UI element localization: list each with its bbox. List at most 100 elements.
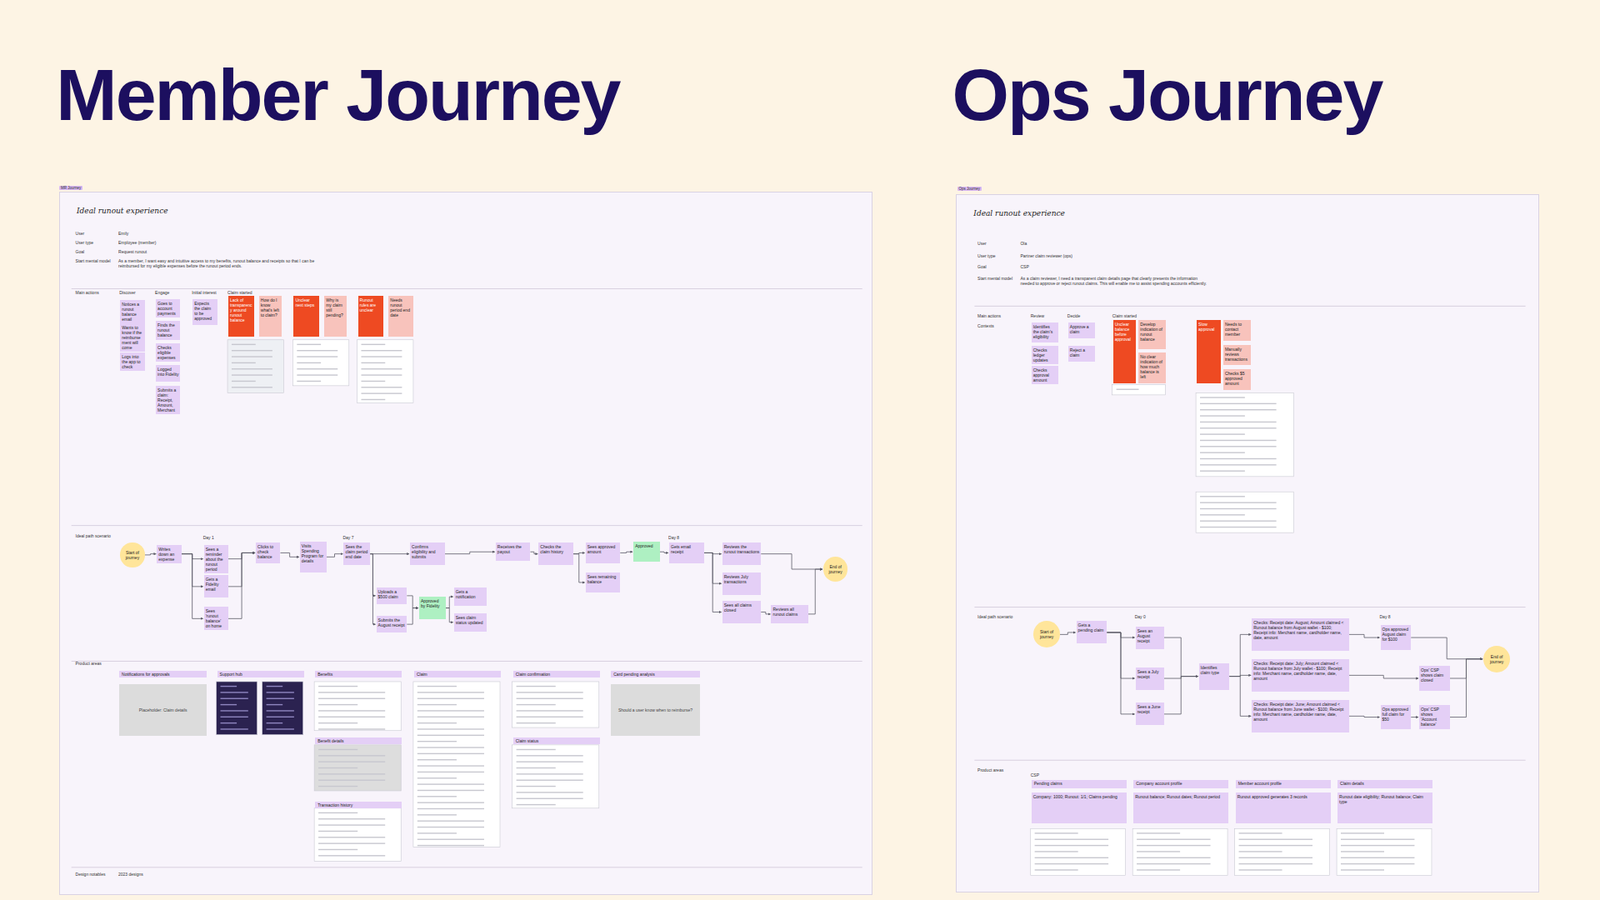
screenshot-line [296, 368, 338, 370]
screenshot [512, 681, 600, 728]
field-label: Goal [977, 264, 987, 270]
sticky-note: Identifies the claim's eligibility [1031, 322, 1059, 343]
screenshot [262, 681, 304, 735]
step-box: Confirms eligibility and submits [410, 542, 445, 565]
node-text: Sees approved amount [587, 544, 620, 555]
node-text: Uploads a $500 claim [378, 589, 406, 600]
screenshot-frame [1112, 385, 1166, 395]
node-text: Benefits [317, 671, 400, 677]
node-text: Checks ledger updates [1033, 347, 1057, 363]
step-box: Sees 'runout balance' on home [204, 606, 229, 630]
screenshot-line [417, 814, 457, 815]
screenshot-line [296, 362, 321, 364]
screenshot-line [516, 798, 584, 800]
sticky-note: Checks approval amount [1031, 365, 1059, 385]
flow-connector [1450, 659, 1483, 718]
insight-note: Needs to contact member [1223, 320, 1251, 340]
screenshot-line [1200, 421, 1277, 423]
screenshot-line [1239, 863, 1313, 865]
insight-note: How do I know what's left to claim? [259, 295, 282, 337]
step-box: Gets a pending claim [1076, 620, 1108, 644]
field-label: Emily [118, 230, 129, 236]
step-box: Sees a June receipt [1135, 702, 1165, 725]
field-label: Employee (member) [118, 240, 156, 245]
screenshot-line [266, 685, 284, 687]
insight-note: Needs runout period end date [388, 295, 413, 337]
node-text: Why is my claim still pending? [325, 297, 345, 318]
screenshot-line [318, 767, 358, 769]
screenshot-line [1200, 520, 1277, 521]
node-text: Transaction history [317, 802, 400, 808]
screenshot-line [318, 685, 358, 687]
field-label: User type [75, 240, 94, 245]
step-box: Visits Spending Program for details [300, 541, 327, 573]
screenshot-line [516, 749, 556, 750]
section-divider [71, 866, 863, 868]
field-label: As a member, I want easy and intuitive a… [118, 258, 323, 269]
node-text: Reviews July transactions [724, 574, 760, 585]
screenshot-line [1035, 857, 1109, 859]
flow-connector [573, 554, 585, 583]
screenshot-line [1200, 501, 1277, 503]
screenshot-line [516, 722, 556, 724]
node-text: Checks eligible expenses [157, 345, 179, 360]
screenshot-frame [262, 681, 304, 735]
area-header: Pending claims [1031, 780, 1127, 789]
screenshot-line [360, 368, 402, 370]
area-note: Runout approved generates 3 records [1235, 792, 1331, 824]
flow-connector [1229, 634, 1251, 676]
flow-connector [1349, 634, 1380, 638]
section-divider [974, 760, 1525, 761]
screenshot-line [516, 755, 584, 756]
screenshot-line [318, 704, 358, 705]
screenshot-line [1136, 857, 1210, 859]
node-text: Unclear next steps [295, 297, 318, 308]
node-text: Card pending analysis [613, 671, 698, 677]
field-label: Ideal path scenario [977, 614, 1013, 620]
field-label: Contexts [977, 323, 995, 329]
screenshot [314, 681, 401, 731]
step-box: Checks: Receipt date: August; Amount cla… [1251, 618, 1349, 651]
flow-connector [406, 608, 419, 625]
screenshot-line [231, 355, 273, 357]
field-label: Start mental model [75, 258, 111, 264]
screenshot-line [1035, 839, 1109, 840]
sticky-note: Wants to know if the reimbursement will … [120, 323, 145, 352]
step-box: Reviews the runout transactions [722, 542, 762, 565]
field-label: Main actions [75, 290, 100, 295]
screenshot-line [417, 839, 485, 840]
screenshot-line [417, 722, 457, 724]
area-header: Claim status [513, 737, 600, 745]
screenshot-line [360, 392, 402, 394]
screenshot [292, 340, 349, 386]
screenshot-line [1340, 863, 1415, 865]
screenshot-line [1239, 845, 1313, 846]
node-text: Sees a June receipt [1137, 704, 1163, 715]
node-text: Unclear balance before approval [1115, 321, 1135, 342]
node-text: Checks approval amount [1033, 367, 1057, 383]
screenshot-line [360, 386, 402, 388]
flow-connector [1164, 637, 1199, 677]
node-text: No clear indication of how much balance … [1140, 354, 1165, 380]
screenshot-line [296, 380, 321, 382]
node-text: Ops approved August claim for $100 [1382, 626, 1410, 642]
screenshot-frame [413, 681, 500, 847]
field-label: Design notables [75, 871, 106, 877]
screenshot-line [1200, 396, 1245, 398]
journey-board: Ideal runout experienceIdentifies the cl… [955, 194, 1539, 894]
insight-note: Checks $5 approved amount [1223, 369, 1251, 390]
screenshot [1132, 828, 1228, 875]
screenshot-line [296, 344, 321, 345]
field-label: Request runout [118, 249, 147, 255]
screenshot-line [516, 773, 584, 775]
field-label: Product areas [75, 660, 102, 666]
sticky-note: Submits a claim: Receipt, Amount, Mercha… [155, 385, 180, 415]
area-header: Claim details [1337, 780, 1433, 789]
node-text: Claim details [1340, 780, 1430, 786]
field-label: Decide [1067, 313, 1081, 319]
screenshot-line [516, 704, 556, 705]
screenshot-line [318, 780, 385, 781]
node-text: Logs into the app to check [121, 354, 143, 370]
screenshot-line [417, 740, 457, 742]
